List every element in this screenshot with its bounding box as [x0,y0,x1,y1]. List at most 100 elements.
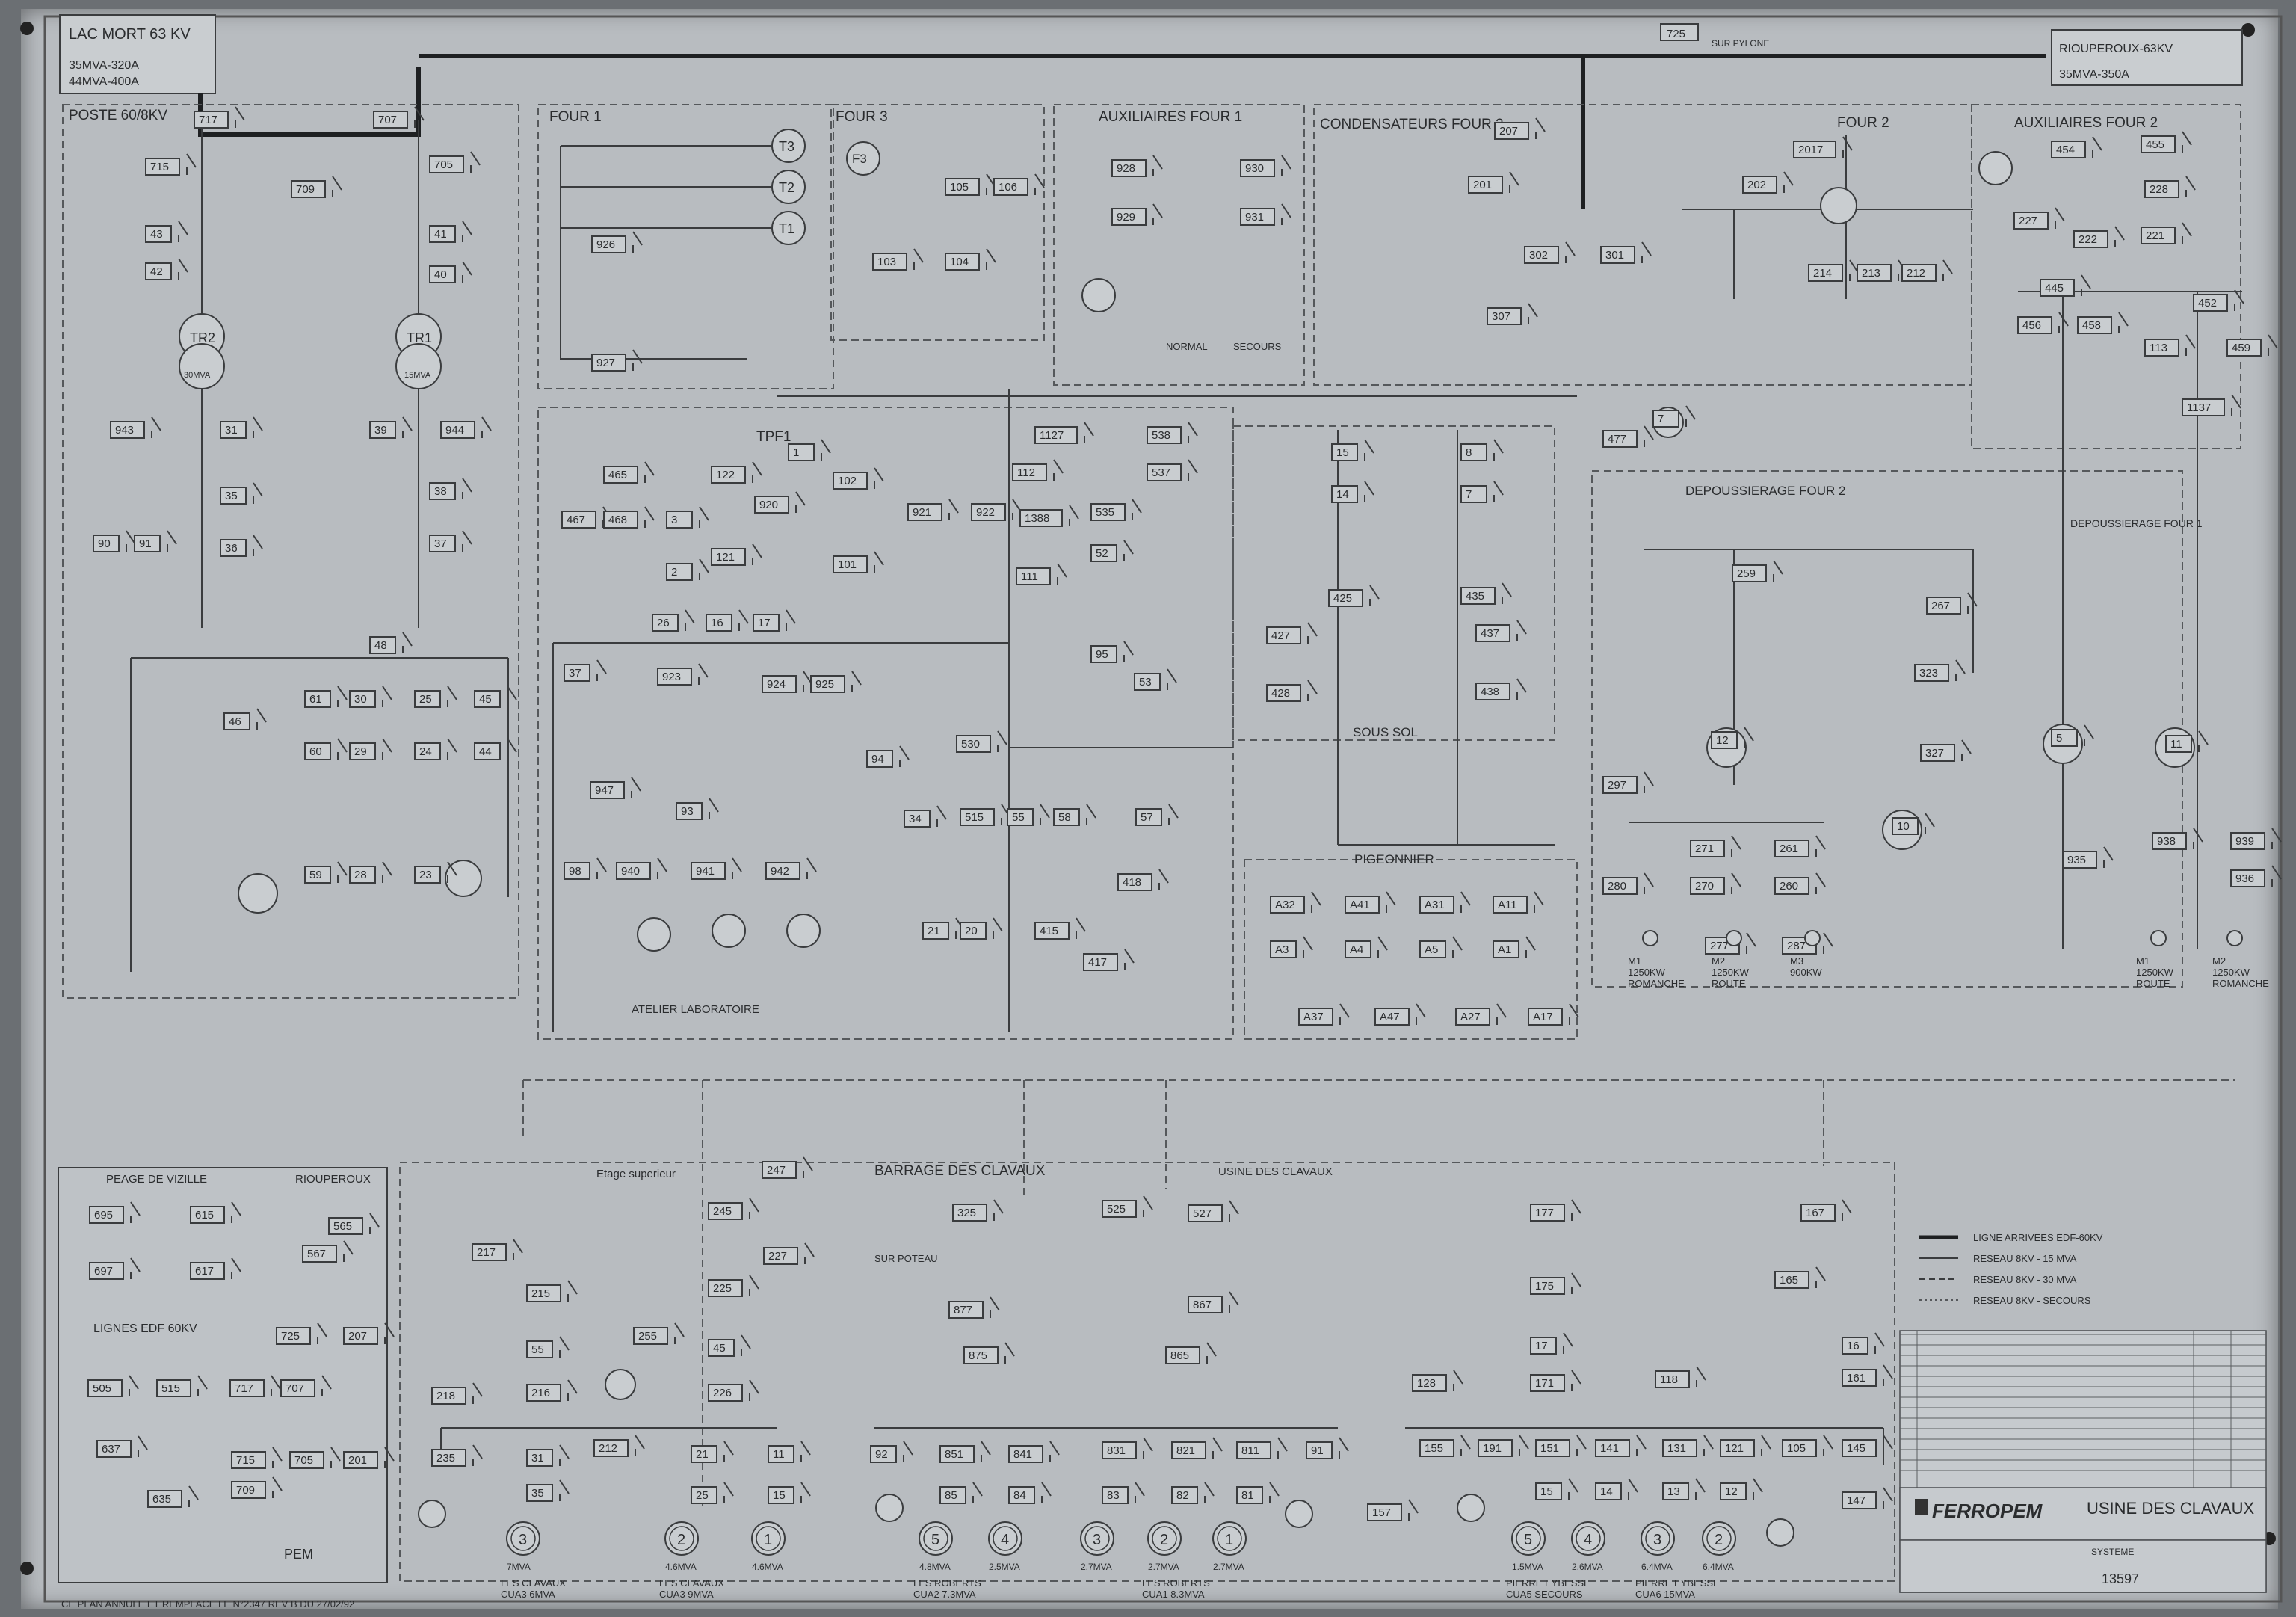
switch-feeders-2-text: 30 [354,693,367,706]
switch-pierre-4-text: 118 [1660,1373,1678,1386]
switch-725-label: 725 [1667,28,1685,40]
switch-usine-9-text: 82 [1176,1489,1189,1502]
switch-lignes-16: 201 [343,1447,395,1469]
switch-poste_left-4-text: 31 [225,424,238,437]
bottom-feeder-11-mva: 6.4MVA [1703,1562,1734,1572]
switch-sous_sol-1-text: 14 [1336,488,1349,501]
switch-bottom_mid-4: 55 [1007,804,1050,826]
switch-feeders-3-text: 25 [419,693,432,706]
switch-usine-5: 821 [1171,1437,1223,1459]
switch-pigeonnier-4-text: A3 [1275,943,1289,956]
pin-icon [20,22,34,35]
switch-pierre_secours-6-text: 191 [1483,1442,1502,1455]
switch-pigeonnier-0-text: A32 [1275,899,1295,911]
switch-lignes-2: 565 [328,1213,380,1235]
switch-clavaux9-0-text: 247 [767,1164,786,1177]
bottom-feeder-0-mva: 7MVA [507,1562,531,1572]
switch-tpf1_bottom-1: 16 [706,609,749,632]
switch-depoussierage-2: 280 [1602,872,1654,895]
switch-pierre_secours-7-text: 151 [1540,1442,1559,1455]
busbars [130,120,2242,1510]
switch-pierre_secours-11: 14 [1595,1478,1638,1500]
switch-lignes-14: 715 [231,1447,283,1469]
switch-lignes-0: 695 [89,1201,141,1224]
switch-tpf1_right-0-text: 1127 [1040,429,1064,442]
switch-tpf1-8-text: 1 [793,446,799,459]
switch-depoussierage1-0: 5 [2051,724,2094,747]
switch-pigeonnier-5: A4 [1345,936,1388,958]
switch-poste_left-5: 35 [220,482,263,505]
switch-clavaux6-6: 31 [526,1444,570,1467]
lac-mort-rating-1: 35MVA-320A [69,59,139,72]
transformer-tr1: TR1 15MVA [395,313,442,389]
switch-lignes-6: 725 [276,1322,327,1345]
sur-poteau-label: SUR POTEAU [874,1253,938,1264]
switch-atelier-3: 940 [616,857,667,880]
bottom-feeder-3-name: LES ROBERTS [913,1577,981,1589]
switch-poste_left-1: 715 [145,153,197,176]
switch-tpf1-0-text: 465 [608,469,627,481]
switch-clavaux6-0: 217 [472,1239,523,1261]
switch-poste_right-5: 38 [429,478,472,500]
lac-mort-rating-2: 44MVA-400A [69,76,139,88]
switch-clavaux6-4-text: 218 [436,1390,455,1402]
bottom-feeder-3-number: 5 [931,1532,939,1548]
condensateurs-four2-frame [1313,104,1972,386]
bottom-feeder-10-mva: 6.4MVA [1641,1562,1673,1572]
switch-aux_four1-2: 930 [1240,155,1292,177]
switch-clavaux9-5-text: 45 [713,1342,726,1355]
bottom-feeder-1-mva: 4.6MVA [665,1562,697,1572]
switch-lignes-9-text: 515 [161,1382,180,1395]
switch-poste_left-3-text: 42 [150,265,163,278]
bottom-feeder-0-name: LES CLAVAUX [501,1577,566,1589]
switch-clavaux9-0: 247 [762,1156,813,1179]
motor-layer: M11250KWROMANCHEM21250KWROUTEM3900KWM112… [1628,930,2269,989]
switch-usine-1: 527 [1188,1200,1239,1222]
switch-clavaux9-6-text: 226 [713,1387,732,1399]
switch-feeders-7-text: 24 [419,745,432,758]
switch-tpf1_right-8-text: 95 [1096,648,1108,661]
sur-pylone-label: SUR PYLONE [1712,38,1769,49]
switch-depoussierage1-2-text: 935 [2067,854,2086,866]
switch-four2-1-text: 202 [1747,179,1766,191]
pin-icon [20,1562,34,1575]
switch-four1-0: 926 [591,231,643,253]
motor-3-p: 1250KW [2136,967,2174,978]
switch-feeders-0: 46 [223,708,267,730]
switch-aux_four2-9-text: 452 [2198,297,2217,309]
four3-heading: FOUR 3 [836,109,888,125]
switch-pierre-6: 121 [1720,1435,1771,1457]
bottom-feeder-8-number: 5 [1524,1532,1532,1548]
switch-four3-2-text: 105 [950,181,969,194]
bottom-feeder-1-number: 2 [677,1532,685,1548]
switch-sous_sol-9-text: 438 [1481,686,1499,698]
switch-poste_mid-0-text: 709 [296,183,315,196]
switch-condensateurs-4: 307 [1487,303,1538,325]
switch-pigeonnier-1-text: A41 [1350,899,1370,911]
switch-pierre-6-text: 121 [1725,1442,1744,1455]
switch-usine-3-text: 865 [1170,1349,1189,1362]
switch-depoussierage1-2: 935 [2062,846,2114,869]
transformer-tr2: TR2 30MVA [179,313,225,389]
switch-clavaux9-1-text: 245 [713,1205,732,1218]
bottom-feeder-0-sub: CUA3 6MVA [501,1589,555,1600]
switch-usine-8: 83 [1102,1482,1145,1504]
switch-tpf1_bottom-4-text: 923 [662,671,681,683]
switch-pierre_secours-5: 155 [1419,1435,1471,1457]
motor-3-s: ROUTE [2136,978,2170,989]
switch-usine-2: 867 [1188,1291,1239,1313]
switch-four2-1: 202 [1742,171,1794,194]
switch-tpf1-2: 468 [603,506,655,529]
aux-four1-heading: AUXILIAIRES FOUR 1 [1099,109,1242,125]
switch-poste_mid-0: 709 [291,176,342,198]
switch-poste_right-3: 40 [429,261,472,283]
bottom-feeder-4-number: 4 [1001,1532,1009,1548]
switch-four3-1-text: 104 [950,256,969,268]
switch-aux_four2-12-text: 1137 [2187,401,2211,414]
switch-tpf1_bottom-5-text: 924 [767,678,786,691]
switch-bottom_mid-11-text: 417 [1088,956,1107,969]
switch-poste_left-0-text: 717 [199,114,217,126]
switch-sous_sol-5: 8 [1460,439,1504,461]
